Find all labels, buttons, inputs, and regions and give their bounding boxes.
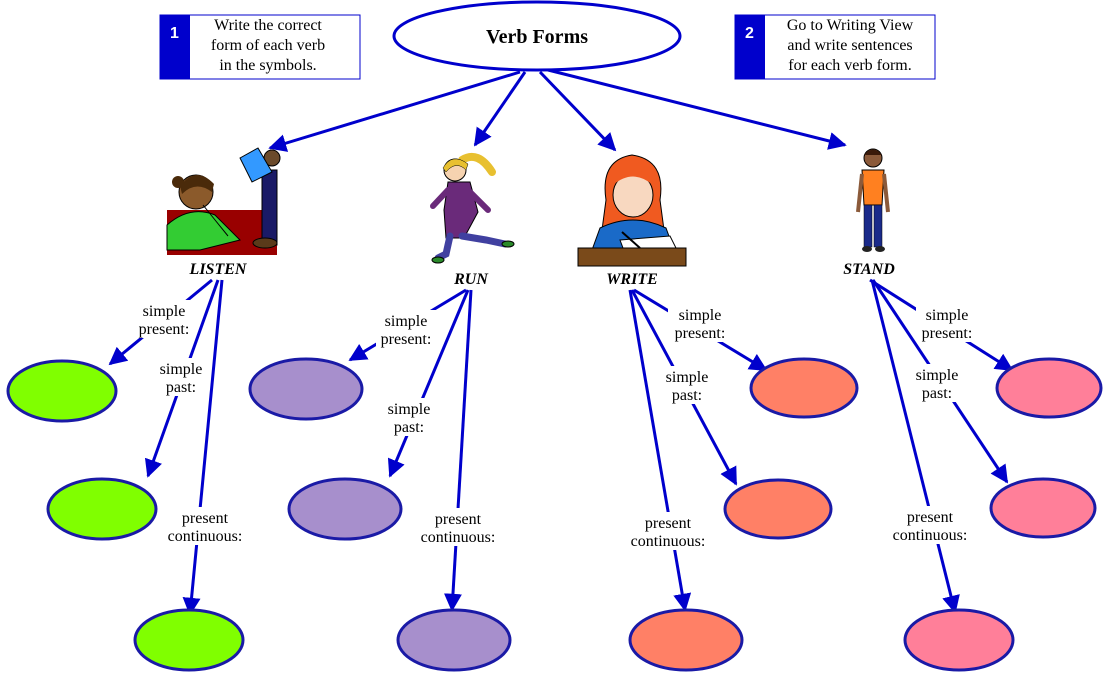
run-simple-present-label-1: simple xyxy=(385,313,428,330)
verb-word-listen: LISTEN xyxy=(189,261,248,278)
write-simple-present-label-1: simple xyxy=(679,307,722,324)
listen-simple-present-label-1: simple xyxy=(143,303,186,320)
stand-simple-present-answer[interactable] xyxy=(995,357,1103,419)
write-present-continuous-label-2: continuous: xyxy=(631,533,706,550)
title-arrows xyxy=(268,68,847,152)
instruction-1-line-1: Write the correct xyxy=(214,17,322,34)
instruction-2-line-3: for each verb form. xyxy=(788,57,912,74)
instruction-1-line-2: form of each verb xyxy=(211,37,325,54)
arrow-to-listen xyxy=(268,70,521,152)
run-simple-present-answer[interactable] xyxy=(248,357,364,421)
stand-simple-present-label-2: present: xyxy=(922,325,973,342)
verb-word-run: RUN xyxy=(453,271,489,288)
instruction-number-2: 2 xyxy=(745,25,754,42)
run-simple-past-label-2: past: xyxy=(394,419,424,436)
listen-present-continuous-label-1: present xyxy=(182,510,229,527)
write-simple-present-label-2: present: xyxy=(675,325,726,342)
writing-girl-picture xyxy=(577,154,687,267)
listen-present-continuous-answer[interactable] xyxy=(133,608,245,672)
title-ellipse xyxy=(392,0,682,72)
instruction-box-2-frame xyxy=(734,14,936,80)
write-present-continuous-answer[interactable] xyxy=(628,608,744,672)
running-girl-picture xyxy=(430,153,515,264)
stand-simple-past-label-1: simple xyxy=(916,367,959,384)
stand-present-continuous-answer[interactable] xyxy=(903,608,1015,672)
write-simple-past-label-1: simple xyxy=(666,369,709,386)
form-labels: simple present: simple past: present con… xyxy=(138,300,978,550)
run-present-continuous-answer[interactable] xyxy=(396,608,512,672)
instruction-2-line-2: and write sentences xyxy=(787,37,912,54)
diagram-title: Verb Forms xyxy=(486,26,588,48)
listen-simple-present-answer[interactable] xyxy=(6,359,118,423)
instruction-box-2: 2 Go to Writing View and write sentences… xyxy=(734,14,936,80)
run-simple-present-label-2: present: xyxy=(381,331,432,348)
instruction-badge-2 xyxy=(735,15,765,79)
listen-simple-present-label-2: present: xyxy=(139,321,190,338)
write-simple-past-label-2: past: xyxy=(672,387,702,404)
arrow-to-write xyxy=(538,70,617,152)
arrow-to-run xyxy=(473,71,527,147)
arrow-to-stand xyxy=(547,68,847,150)
listen-simple-past-label-2: past: xyxy=(166,379,196,396)
verb-word-stand: STAND xyxy=(843,261,895,278)
instruction-number-1: 1 xyxy=(170,25,179,42)
stand-simple-past-label-2: past: xyxy=(922,385,952,402)
stand-present-continuous-label-2: continuous: xyxy=(893,527,968,544)
standing-boy-picture xyxy=(856,148,890,252)
stand-simple-present-label-1: simple xyxy=(926,307,969,324)
branch-arrows xyxy=(108,278,1014,616)
run-present-continuous-label-2: continuous: xyxy=(421,529,496,546)
stand-present-continuous-label-1: present xyxy=(907,509,954,526)
listen-simple-past-answer[interactable] xyxy=(46,477,158,541)
run-present-continuous-label-1: present xyxy=(435,511,482,528)
write-present-continuous-label-1: present xyxy=(645,515,692,532)
instruction-badge-1 xyxy=(160,15,190,79)
answer-ellipses xyxy=(6,357,1103,672)
listen-simple-past-label-1: simple xyxy=(160,361,203,378)
run-simple-past-answer[interactable] xyxy=(287,477,403,541)
write-simple-past-answer[interactable] xyxy=(723,478,833,540)
children-listening-to-reading-picture xyxy=(166,147,281,255)
instruction-box-1: 1 Write the correct form of each verb in… xyxy=(159,14,361,80)
instruction-box-1-frame xyxy=(159,14,361,80)
run-simple-past-label-1: simple xyxy=(388,401,431,418)
write-simple-present-answer[interactable] xyxy=(749,357,859,419)
verb-word-write: WRITE xyxy=(606,271,658,288)
instruction-2-line-1: Go to Writing View xyxy=(787,17,914,34)
listen-present-continuous-label-2: continuous: xyxy=(168,528,243,545)
stand-simple-past-answer[interactable] xyxy=(989,477,1097,539)
instruction-1-line-3: in the symbols. xyxy=(219,57,316,74)
